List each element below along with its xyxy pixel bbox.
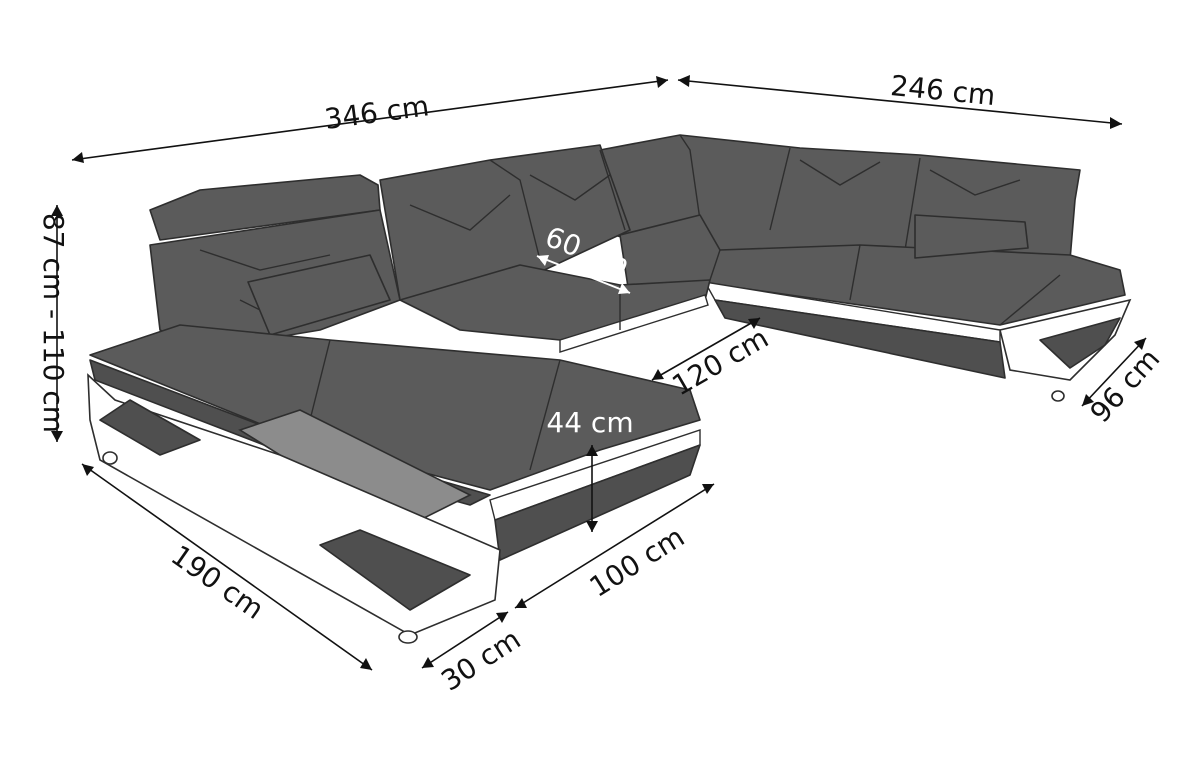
arrow-height-bottom — [51, 431, 63, 442]
arrow-100-left — [515, 598, 527, 608]
arrow-190-bottom — [360, 658, 372, 670]
arrow-96-top — [1134, 338, 1146, 350]
dimension-lines — [51, 75, 1147, 671]
label-190: 190 cm — [165, 539, 270, 626]
arrow-346-left — [72, 152, 84, 163]
right-cushion — [914, 214, 1029, 259]
dim-line-100 — [514, 483, 715, 609]
label-30: 30 cm — [435, 622, 526, 697]
left-front-foot — [398, 630, 418, 644]
middle-back-seams — [409, 149, 626, 261]
label-44: 44 cm — [546, 406, 633, 439]
arrow-96-bottom — [1082, 394, 1094, 406]
right-foot — [1051, 390, 1065, 402]
arrow-height-top — [51, 205, 63, 216]
label-346: 346 cm — [323, 89, 431, 136]
arrow-346-right — [656, 76, 668, 88]
right-seat-seams — [709, 244, 1061, 326]
left-base-panel-back — [99, 399, 201, 456]
right-seat-front — [714, 299, 1006, 379]
arrow-30-right — [496, 612, 508, 623]
chaise-front — [494, 444, 701, 561]
arrow-60-left — [537, 255, 549, 266]
arrow-60-right — [618, 283, 630, 294]
left-base-panel-front — [319, 529, 471, 611]
left-back-foot — [102, 451, 118, 465]
left-cushion — [247, 254, 391, 336]
arrow-246-right — [1110, 117, 1122, 129]
left-headrest — [149, 174, 381, 241]
arrow-44-top — [586, 445, 598, 456]
arrow-100-right — [702, 484, 714, 494]
middle-led-strip — [559, 294, 709, 353]
dim-line-120 — [651, 317, 761, 381]
dim-line-30 — [421, 611, 509, 669]
arrow-246-left — [678, 75, 690, 87]
arrow-190-top — [82, 464, 94, 476]
dim-line-60 — [536, 255, 631, 294]
label-96: 96 cm — [1084, 342, 1167, 429]
arrow-120-left — [652, 369, 664, 380]
chaise-seat-seams — [309, 339, 561, 471]
dim-line-246 — [677, 79, 1123, 125]
sofa-illustration — [87, 134, 1132, 644]
label-height: 87 cm - 110 cm — [37, 213, 70, 433]
dim-line-346 — [71, 79, 669, 161]
right-arm-support — [1039, 317, 1121, 369]
dim-line-190 — [81, 463, 373, 671]
arrow-44-bottom — [586, 521, 598, 532]
right-back-seams — [679, 134, 1021, 251]
middle-seat — [399, 264, 711, 341]
arrow-120-right — [748, 318, 760, 329]
dim-line-96 — [1081, 337, 1147, 407]
arrow-30-left — [422, 657, 434, 668]
label-246: 246 cm — [889, 69, 997, 112]
